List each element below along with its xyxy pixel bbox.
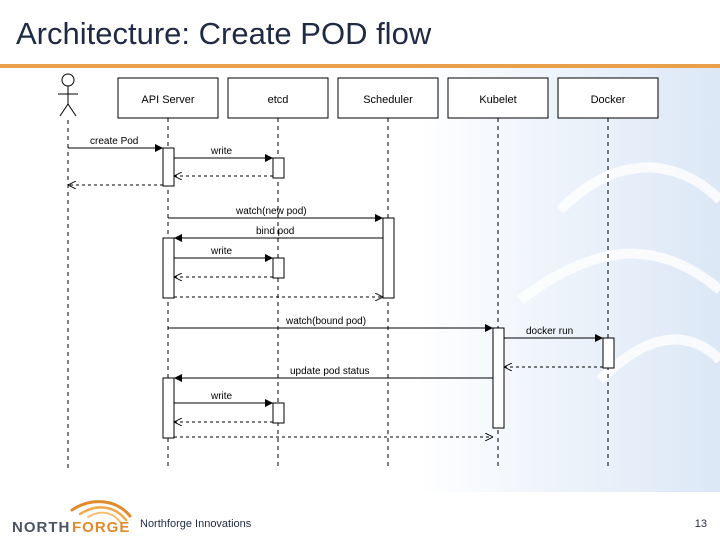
activation-kubelet: [492, 327, 505, 429]
participant-label: API Server: [141, 94, 195, 106]
message-watch-bound-pod: watch(bound pod): [168, 316, 493, 332]
message-bind-pod: bind pod: [174, 226, 383, 242]
activation-scheduler: [382, 217, 395, 299]
message-label: update pod status: [290, 366, 370, 377]
logo-swoosh-icon: [70, 500, 132, 524]
title-rule: [0, 64, 720, 68]
activation-etcd-1: [272, 157, 285, 179]
background-panel: [0, 68, 720, 492]
activation-etcd-3: [272, 402, 285, 424]
participant-docker: Docker: [557, 77, 659, 119]
message-label: watch(bound pod): [285, 316, 366, 327]
participant-api-server: API Server: [117, 77, 219, 119]
activation-docker: [602, 337, 615, 369]
page-number: 13: [694, 518, 707, 530]
activation-api-server-3: [162, 377, 175, 439]
message-write-1: write: [174, 146, 273, 162]
message-watch-new-pod: watch(new pod): [168, 206, 383, 222]
message-label: create Pod: [90, 136, 138, 147]
message-label: write: [210, 146, 233, 157]
message-write-2: write: [174, 246, 273, 262]
participant-label: etcd: [268, 94, 289, 106]
message-update-pod-status: update pod status: [174, 366, 493, 382]
participant-scheduler: Scheduler: [337, 77, 439, 119]
activation-bars: [162, 147, 615, 439]
message-label: write: [210, 391, 233, 402]
message-label: docker run: [526, 326, 573, 337]
message-label: bind pod: [256, 226, 294, 237]
activation-api-server-1: [162, 147, 175, 187]
company-name: Northforge Innovations: [140, 518, 252, 530]
logo-text-north: NORTH: [12, 519, 70, 536]
northforge-logo: NORTH FORGE: [12, 500, 132, 536]
participant-etcd: etcd: [227, 77, 329, 119]
slide-title: Architecture: Create POD flow: [16, 16, 432, 51]
activation-api-server-2: [162, 237, 175, 299]
activation-etcd-2: [272, 257, 285, 279]
logo-text-forge: FORGE: [72, 519, 130, 536]
message-label: watch(new pod): [235, 206, 307, 217]
participant-label: Kubelet: [479, 94, 516, 106]
participant-label: Docker: [591, 94, 626, 106]
background-swoosh: [517, 162, 720, 384]
message-create-pod: create Pod: [68, 136, 163, 152]
message-docker-run: docker run: [504, 326, 603, 342]
participant-label: Scheduler: [363, 94, 413, 106]
actor-figure: [58, 73, 78, 117]
message-write-3: write: [174, 391, 273, 407]
message-label: write: [210, 246, 233, 257]
participant-kubelet: Kubelet: [447, 77, 549, 119]
footer: [0, 492, 720, 540]
